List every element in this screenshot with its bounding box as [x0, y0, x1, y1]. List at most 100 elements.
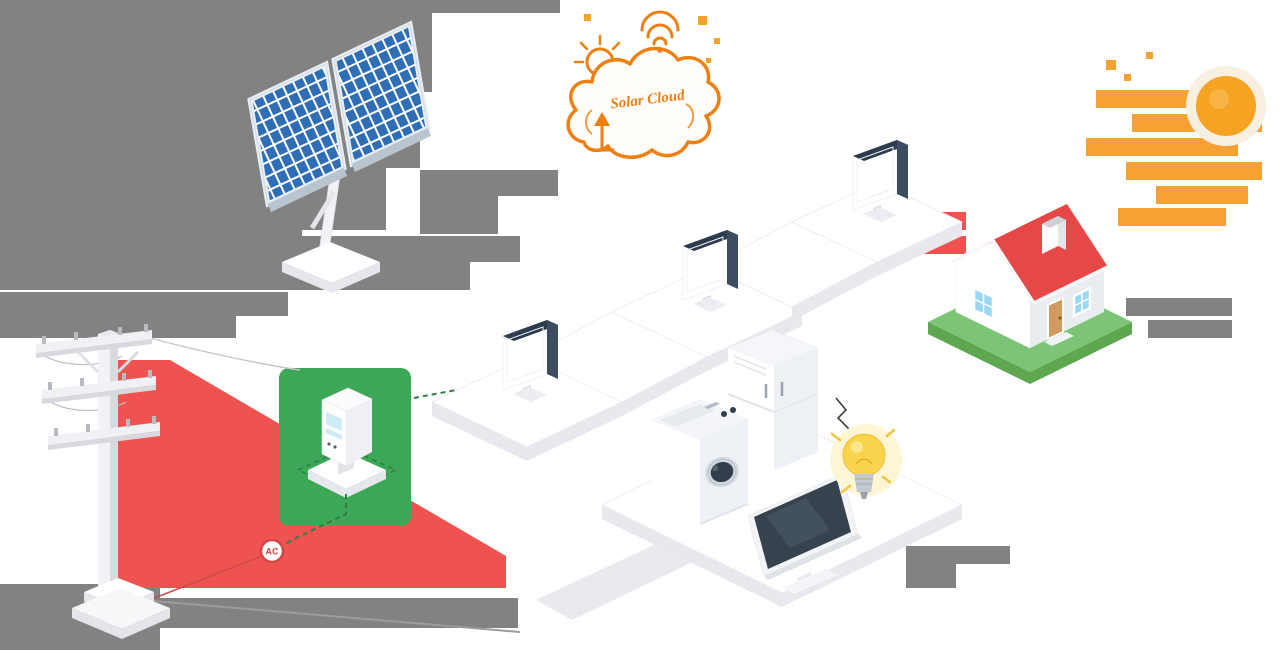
washing-machine: [651, 399, 749, 525]
sun-deco-square: [1124, 74, 1131, 81]
inverter-base: [863, 207, 897, 222]
crossarm-edge: [36, 339, 152, 358]
background-shape: [0, 292, 288, 338]
pole-brace: [76, 350, 100, 374]
cloud-deco-square: [584, 14, 591, 21]
sparkle: [881, 475, 892, 484]
bulb-sparkles: [830, 428, 896, 494]
inverter-top: [503, 320, 558, 341]
door-glass-highlight: [712, 465, 719, 472]
inverter-base: [693, 297, 727, 312]
arrow-head: [594, 112, 610, 126]
door-panel: [1047, 296, 1064, 341]
inverter-side: [897, 140, 908, 199]
bulb-glass: [842, 433, 886, 477]
sun-icon: [1186, 66, 1266, 146]
platform-edge: [877, 222, 962, 276]
insulator-pin: [144, 324, 148, 332]
ground-line: [117, 597, 521, 633]
washer-knob: [730, 407, 736, 413]
cloud-deco-square: [698, 16, 707, 25]
insulator-pin: [74, 332, 78, 340]
pole-base-top: [72, 588, 170, 629]
fridge-vent: [733, 361, 767, 376]
roof-fascia: [1033, 265, 1109, 305]
insulator-pin: [122, 373, 126, 381]
platform-steps: [430, 181, 964, 461]
washer-front: [652, 420, 700, 524]
inverter-unit: [852, 139, 908, 222]
cloud-deco-square: [714, 38, 720, 44]
background-shape: [906, 546, 1010, 588]
bulb-highlight: [851, 441, 863, 453]
insulator-pin: [54, 428, 58, 436]
door-knob: [1058, 316, 1062, 320]
inverter-base: [513, 387, 547, 402]
sun-stripe: [1086, 138, 1238, 156]
sun-stripes: [1086, 52, 1262, 226]
crossarm-edge: [48, 431, 160, 450]
grass-edge: [928, 322, 1132, 384]
chimney: [1042, 216, 1066, 254]
insulator-pin: [86, 424, 90, 432]
sun-ray: [611, 41, 621, 51]
sun-deco-square: [1146, 52, 1153, 59]
solar-panel: [331, 20, 431, 172]
insulator-pin: [80, 378, 84, 386]
meter-display: [326, 412, 342, 431]
insulator-pin: [118, 327, 122, 335]
pole-brace: [116, 350, 140, 374]
inverter-top: [853, 140, 908, 161]
door-ring: [707, 458, 737, 486]
meter-base-edge: [308, 470, 386, 498]
door-step: [1044, 332, 1074, 346]
platform-edge: [432, 402, 622, 461]
sun-ray: [579, 41, 589, 51]
meter-button: [327, 442, 331, 446]
roof-fascia: [991, 239, 1036, 304]
inverter-inset: [506, 326, 544, 383]
cloud-scribble: [585, 109, 593, 135]
inverter-unit: [502, 319, 558, 402]
fridge-door-line: [773, 393, 819, 413]
fridge-vent: [733, 355, 767, 370]
roof-fascia: [951, 238, 994, 264]
sun-stripe: [1126, 162, 1262, 180]
ac-badge-label: AC: [266, 547, 279, 557]
tv-stand-base: [782, 569, 838, 594]
house-door: [1044, 296, 1074, 346]
ac-badge-circle: [259, 538, 285, 564]
sparkle: [830, 432, 842, 442]
ac-badge: AC: [151, 538, 285, 600]
background-shape: [1148, 320, 1232, 338]
inverter-unit: [682, 229, 738, 312]
sun-stripe: [1156, 186, 1248, 204]
roof-front-slope: [993, 204, 1108, 303]
inverter-side: [727, 230, 738, 289]
ac-cable-line: [151, 555, 263, 600]
insulator-pin: [126, 419, 130, 427]
inverter-inset: [686, 236, 724, 293]
washer-kick-line: [699, 503, 749, 525]
power-pole: [36, 324, 301, 639]
insulator-pin: [48, 382, 52, 390]
washer-door: [705, 456, 739, 488]
sun-stripe: [1118, 208, 1226, 226]
panel-base-edge: [282, 262, 380, 293]
bulb-filament: [855, 458, 873, 465]
wifi-arc: [646, 23, 674, 39]
inverter-top: [683, 230, 738, 251]
crossarm-top: [48, 422, 160, 445]
washer-control-panel: [660, 404, 716, 427]
crossarm-top: [42, 376, 156, 399]
pole-base-edge: [72, 608, 170, 639]
insulator-pin: [148, 370, 152, 378]
platform-edge: [622, 357, 707, 416]
solar-cloud: Solar Cloud: [566, 10, 721, 159]
wifi-arc: [640, 10, 680, 32]
arrow-up-icon: [592, 112, 614, 152]
pole-post-side: [110, 330, 118, 604]
meter-display-line: [326, 428, 342, 440]
fridge-side: [774, 348, 818, 470]
platform-edge: [792, 262, 877, 321]
